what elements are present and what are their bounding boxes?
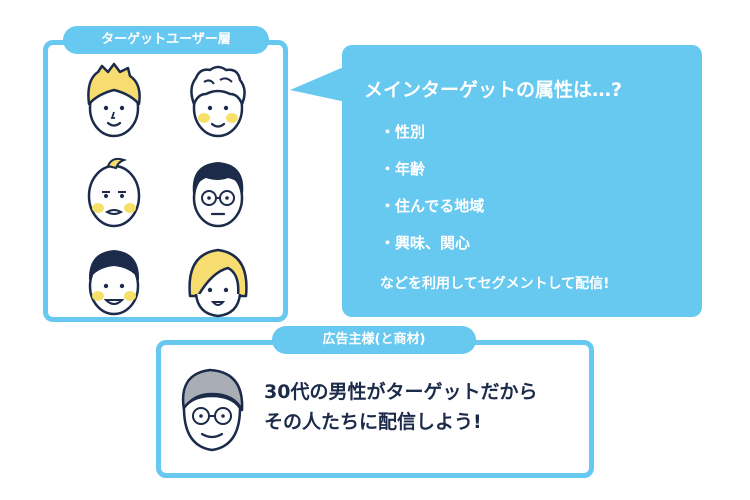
advertiser-message-line2: その人たちに配信しよう! — [264, 411, 482, 433]
bubble-heading: メインターゲットの属性は…? — [364, 79, 623, 101]
blonde-bob-face-icon — [188, 248, 248, 318]
dark-haired-man-face-icon — [88, 250, 140, 316]
attribute-item: ・性別 — [380, 123, 426, 141]
attribute-item: ・住んでる地域 — [380, 197, 485, 215]
attribute-item: ・年齢 — [380, 160, 426, 178]
attribute-item: ・興味、関心 — [380, 234, 471, 252]
advertiser-message: 30代の男性がターゲットだから その人たちに配信しよう! — [264, 377, 537, 437]
speech-bubble-tail — [290, 66, 346, 102]
speech-bubble: メインターゲットの属性は…? ・性別 ・年齢 ・住んでる地域 ・興味、関心 など… — [342, 45, 702, 317]
target-users-label: ターゲットユーザー層 — [63, 26, 269, 54]
bubble-footer: などを利用してセグメントして配信! — [380, 276, 610, 292]
glasses-man-face-icon — [192, 162, 244, 228]
bald-man-face-icon — [87, 157, 141, 228]
advertiser-message-line1: 30代の男性がターゲットだから — [264, 381, 538, 403]
advertiser-label: 広告主様(と商材) — [272, 326, 476, 354]
grey-haired-man-face-icon — [190, 65, 246, 138]
blonde-man-face-icon — [87, 62, 141, 138]
attribute-list: ・性別 ・年齢 ・住んでる地域 ・興味、関心 — [380, 122, 484, 270]
grey-haired-glasses-man-face-icon — [181, 368, 244, 452]
